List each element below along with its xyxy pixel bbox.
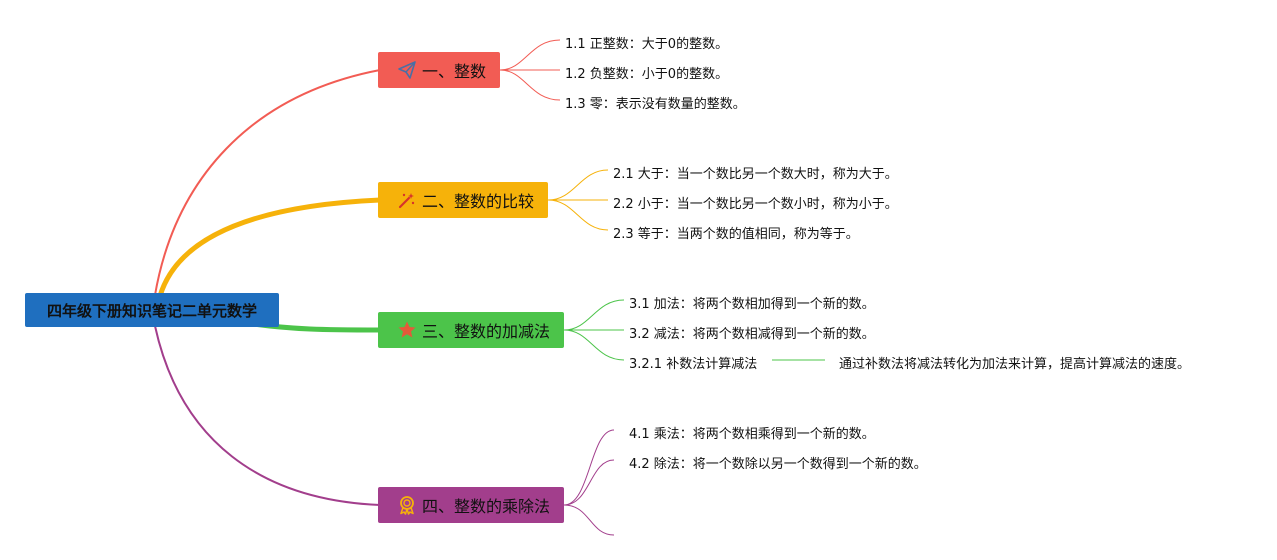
leaf-multiplication[interactable]: 4.1 乘法：将两个数相乘得到一个新的数。 bbox=[629, 427, 875, 442]
connector-root-b4 bbox=[154, 325, 381, 506]
connector-b3-leaf1 bbox=[563, 299, 625, 331]
paper-plane-icon bbox=[396, 59, 418, 81]
connector-b1-leaf1 bbox=[499, 39, 561, 71]
branch-add-subtract[interactable]: 三、整数的加减法 bbox=[378, 312, 564, 348]
leaf-negative-integer[interactable]: 1.2 负整数：小于0的整数。 bbox=[565, 67, 729, 82]
leaf-positive-integer[interactable]: 1.1 正整数：大于0的整数。 bbox=[565, 37, 729, 52]
root-topic[interactable]: 四年级下册知识笔记二单元数学 bbox=[25, 293, 279, 327]
star-icon bbox=[396, 319, 418, 341]
root-title: 四年级下册知识笔记二单元数学 bbox=[46, 301, 257, 320]
leaf-addition[interactable]: 3.1 加法：将两个数相加得到一个新的数。 bbox=[629, 297, 875, 312]
connector-b1-leaf3 bbox=[499, 69, 561, 101]
branch-label: 三、整数的加减法 bbox=[421, 322, 550, 341]
leaf-less-than[interactable]: 2.2 小于：当一个数比另一个数小时，称为小于。 bbox=[613, 197, 898, 212]
leaf-greater-than[interactable]: 2.1 大于：当一个数比另一个数大时，称为大于。 bbox=[613, 167, 898, 182]
connector-b3-leaf3 bbox=[563, 329, 625, 361]
connector-root-b2 bbox=[157, 197, 381, 297]
connector-b4-leaf3 bbox=[563, 504, 615, 536]
medal-icon bbox=[396, 494, 418, 516]
leaf-complement-method-detail[interactable]: 通过补数法将减法转化为加法来计算，提高计算减法的速度。 bbox=[839, 357, 1191, 372]
leaf-subtraction[interactable]: 3.2 减法：将两个数相减得到一个新的数。 bbox=[629, 327, 875, 342]
connector-root-b1 bbox=[154, 69, 381, 296]
leaf-zero[interactable]: 1.3 零：表示没有数量的整数。 bbox=[565, 97, 746, 112]
leaf-division[interactable]: 4.2 除法：将一个数除以另一个数得到一个新的数。 bbox=[629, 457, 927, 472]
connector-b4-leaf1 bbox=[563, 429, 615, 506]
leaf-equal[interactable]: 2.3 等于：当两个数的值相同，称为等于。 bbox=[613, 227, 859, 242]
leaf-complement-method[interactable]: 3.2.1 补数法计算减法 bbox=[629, 357, 758, 372]
branch-comparison[interactable]: 二、整数的比较 bbox=[378, 182, 548, 218]
branch-integers[interactable]: 一、整数 bbox=[378, 52, 500, 88]
connector-b4-leaf2 bbox=[563, 459, 615, 506]
branch-label: 一、整数 bbox=[421, 62, 486, 81]
connector-b2-leaf1 bbox=[547, 169, 609, 201]
branch-label: 四、整数的乘除法 bbox=[421, 497, 550, 516]
branch-label: 二、整数的比较 bbox=[421, 192, 534, 211]
connector-b2-leaf3 bbox=[547, 199, 609, 231]
magic-wand-icon bbox=[396, 189, 418, 211]
branch-multiply-divide[interactable]: 四、整数的乘除法 bbox=[378, 487, 564, 523]
